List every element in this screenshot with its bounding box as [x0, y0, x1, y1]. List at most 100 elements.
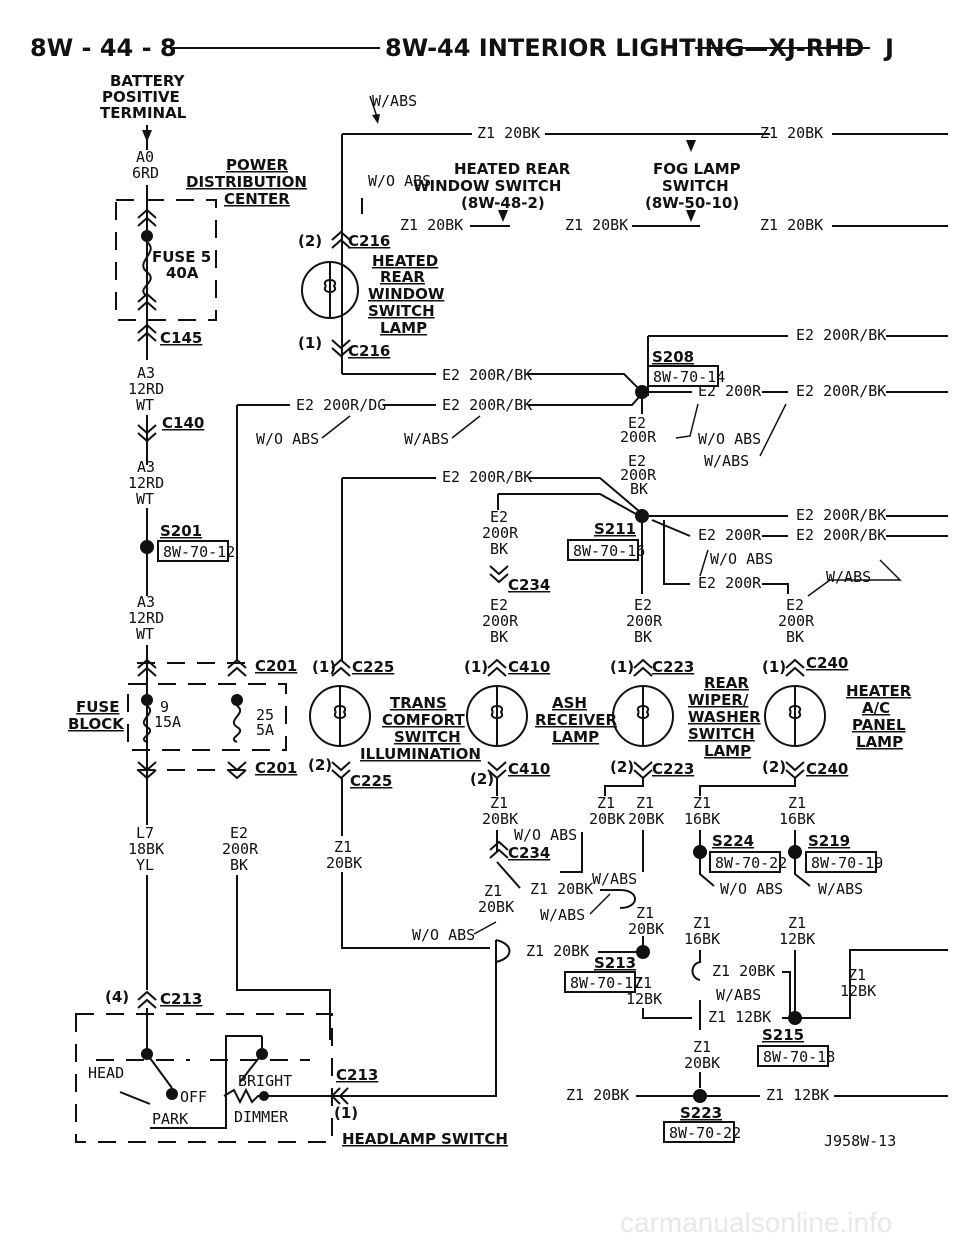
e2-223-e2: E2	[634, 596, 652, 614]
watermark: carmanualsonline.info	[620, 1207, 892, 1238]
s211-label: S211	[594, 520, 636, 538]
woabs-top: W/O ABS	[368, 172, 431, 190]
ref-70-19: 8W-70-19	[811, 854, 883, 872]
e2-s208-label: E2 200R/BK	[796, 382, 886, 400]
trans-label-3: SWITCH	[394, 728, 461, 746]
e2-200r-s208: E2 200R	[698, 382, 762, 400]
battery-arrow	[142, 130, 152, 142]
e2-240-200r: 200R	[778, 612, 815, 630]
page-ref: 8W - 44 - 8	[30, 34, 177, 62]
16bk-heat-b: 16BK	[779, 810, 815, 828]
e2-223-bk: BK	[634, 628, 652, 646]
e2-ash-bk: BK	[490, 540, 508, 558]
s208-label: S208	[652, 348, 694, 366]
ref-70-12: 8W-70-12	[163, 543, 235, 561]
c234-lower-curve	[495, 939, 511, 963]
pin-1-c410: (1)	[464, 658, 488, 676]
pin-1-c216: (1)	[298, 334, 322, 352]
heated-rear-switch-label-2: WINDOW SWITCH	[413, 177, 561, 195]
c234-down	[496, 861, 521, 889]
16bk-s224: 16BK	[684, 930, 720, 948]
e2-240-bk: BK	[786, 628, 804, 646]
trans-down-2	[341, 872, 490, 949]
e2-top-label: E2 200R/BK	[796, 326, 886, 344]
s224-lower	[691, 950, 701, 981]
park-wire	[150, 1035, 262, 1129]
c213-connector-4	[137, 990, 157, 1009]
wire-a3-1: A3	[137, 364, 155, 382]
ref-70-14: 8W-70-14	[653, 368, 725, 386]
s224-down	[699, 859, 715, 887]
ash-label-2: RECEIVER	[535, 711, 617, 729]
c240-label-top: C240	[806, 654, 848, 672]
16bk-heat-a: 16BK	[684, 810, 720, 828]
ref-70-18-box	[757, 1045, 829, 1067]
s213-out	[642, 1008, 692, 1019]
z1-12bk-s215: Z1 12BK	[708, 1008, 771, 1026]
fuse25-node	[231, 694, 243, 706]
heated-rear-switch-ref: (8W-48-2)	[461, 194, 545, 212]
pdc-connector-bottom	[137, 292, 157, 311]
ash-lamp-filament	[490, 686, 504, 746]
s211-lower	[663, 520, 690, 585]
e2-s208-e2: E2	[628, 414, 646, 432]
c201-label-top: C201	[255, 657, 297, 675]
park-label: PARK	[152, 1110, 188, 1128]
z1-20bk-s215: Z1 20BK	[712, 962, 775, 980]
wire-wt-1: WT	[136, 396, 154, 414]
e2-s211-branch-label: E2 200R/BK	[796, 526, 886, 544]
c225-label-top: C225	[352, 658, 394, 676]
wabs-top-pointer	[369, 95, 378, 118]
figure-code: J958W-13	[824, 1132, 896, 1150]
z1-20bk-mid: Z1 20BK	[530, 880, 593, 898]
ref-70-12-box	[157, 540, 229, 562]
wabs-lower: W/ABS	[540, 906, 585, 924]
s219-label: S219	[808, 832, 850, 850]
wire-18bk: 18BK	[128, 840, 164, 858]
wabs-s219: W/ABS	[818, 880, 863, 898]
fog-arrow-bottom	[686, 210, 696, 222]
z1-20bk-s215-wire	[782, 971, 791, 1016]
z1-ash: Z1	[490, 794, 508, 812]
e2-ash-wire	[498, 493, 637, 515]
20bk-lower-b: 20BK	[628, 920, 664, 938]
trans-label-1: TRANS	[390, 694, 447, 712]
heat-label-2: A/C	[862, 699, 890, 717]
e2-dg-label: E2 200R/DG	[296, 396, 386, 414]
c216-label-bottom: C216	[348, 342, 390, 360]
woabs-c234-wire	[560, 832, 583, 873]
fuse9-icon	[142, 705, 152, 743]
head-label: HEAD	[88, 1064, 124, 1082]
fuse9-node	[141, 694, 153, 706]
wire-l7: L7	[136, 824, 154, 842]
fuse-block-label-2: BLOCK	[68, 715, 125, 733]
e2-mid-label: E2 200R/BK	[442, 396, 532, 414]
fuse5-node-top	[141, 230, 153, 242]
e2-ash-e2: E2	[490, 508, 508, 526]
bright-label: BRIGHT	[238, 1072, 292, 1090]
e2-mid-wire-2	[528, 395, 641, 406]
ref-70-18: 8W-70-18	[763, 1048, 835, 1066]
c234-label: C234	[508, 576, 550, 594]
ref-70-17: 8W-70-17	[570, 974, 642, 992]
hr-lamp-label-2: REAR	[380, 268, 425, 286]
woabs-c234: W/O ABS	[514, 826, 577, 844]
pin-1-c223: (1)	[610, 658, 634, 676]
c410-label-bottom: C410	[508, 760, 550, 778]
heat-label-1: HEATER	[846, 682, 912, 700]
fog-switch-label-1: FOG LAMP	[653, 160, 741, 178]
z1-s219: Z1	[788, 914, 806, 932]
fuse25-amps: 5A	[256, 721, 274, 739]
headlamp-switch-box	[75, 1013, 333, 1143]
rear-label-1: REAR	[704, 674, 749, 692]
pin-4: (4)	[105, 988, 129, 1006]
c223-connector-top	[633, 658, 653, 677]
wabs-top: W/ABS	[372, 92, 417, 110]
fuse-block-box	[127, 683, 287, 751]
z1-20bk-bottom: Z1 20BK	[566, 1086, 629, 1104]
heater-down	[699, 778, 796, 796]
wire-20bk-trans: 20BK	[326, 854, 362, 872]
c223-label-top: C223	[652, 658, 694, 676]
c410-label-top: C410	[508, 658, 550, 676]
